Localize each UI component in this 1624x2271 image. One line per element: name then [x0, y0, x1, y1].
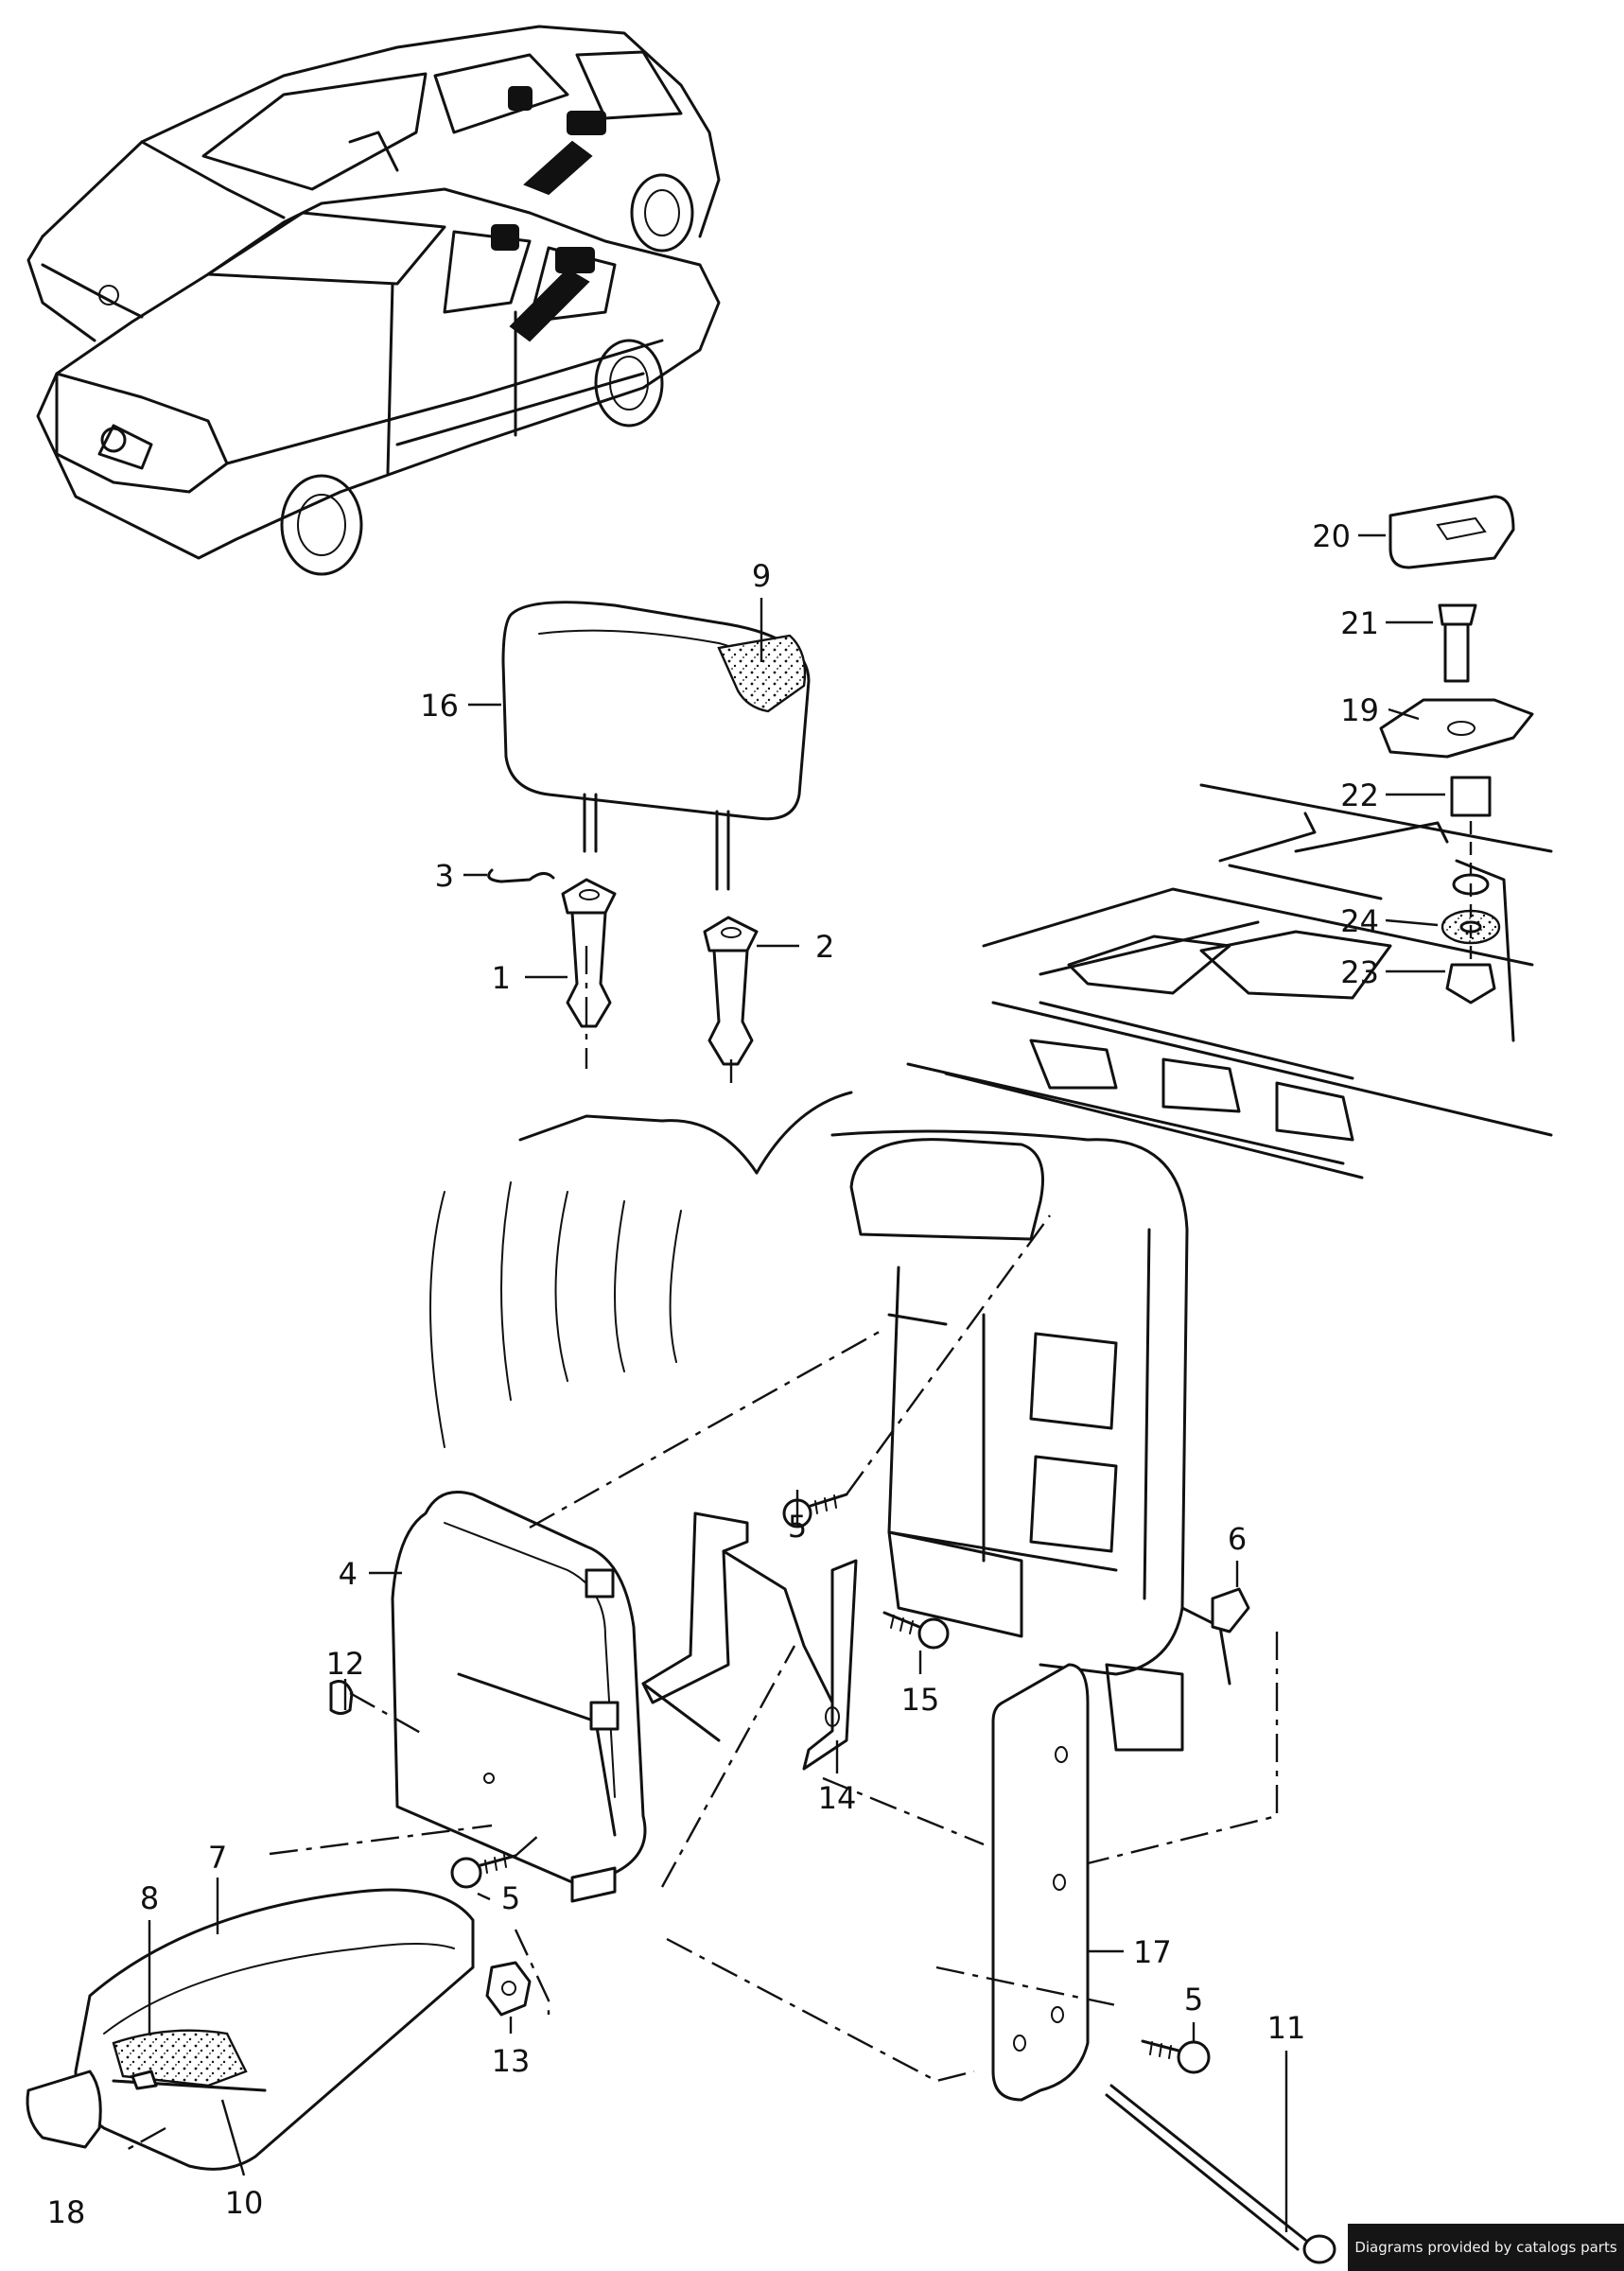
callout-11: 11: [1267, 2010, 1306, 2232]
callout-20: 20: [1312, 518, 1386, 554]
plug-illustration: [329, 1680, 354, 1715]
callout-label: 16: [420, 688, 459, 724]
callout-label: 21: [1340, 605, 1379, 641]
headrest-illustration: [501, 601, 811, 891]
callout-14: 14: [818, 1740, 857, 1816]
callout-19: 19: [1340, 692, 1420, 728]
floor-panel-illustration: [906, 783, 1553, 1179]
callout-label: 13: [492, 2043, 531, 2079]
callout-label: 5: [1184, 1982, 1203, 2018]
callout-6: 6: [1228, 1521, 1247, 1587]
headrest-guide-right: [703, 916, 759, 1066]
callout-label: 8: [140, 1880, 159, 1916]
callout-18: 18: [47, 2194, 86, 2230]
armrest-end-cap-illustration: [26, 2070, 102, 2149]
callout-label: 19: [1340, 692, 1379, 728]
armrest-bracket-illustration: [641, 1511, 858, 1771]
callout-24: 24: [1340, 903, 1439, 939]
side-panel-illustration: [991, 1663, 1090, 2102]
callout-2: 2: [757, 929, 834, 965]
callout-label: 23: [1340, 954, 1379, 990]
callout-5-side: 5: [1184, 1982, 1203, 2041]
callout-10: 10: [220, 2099, 264, 2221]
pin-illustration: [1105, 2084, 1336, 2264]
armrest-housing-illustration: [391, 1491, 647, 1903]
armrest-cushion-illustration: [74, 1888, 475, 2171]
bracket-screw-illustration: [882, 1611, 950, 1650]
callout-21: 21: [1340, 605, 1433, 641]
saloon-car-illustration: [36, 187, 721, 576]
callout-1: 1: [492, 960, 568, 996]
callout-label: 5: [501, 1880, 520, 1916]
callout-3: 3: [435, 858, 487, 894]
callout-label: 5: [788, 1509, 807, 1545]
callout-5-upper: 5: [788, 1490, 807, 1545]
hinge-plate-illustration: [485, 1961, 532, 2017]
callout-13: 13: [492, 2017, 531, 2079]
callout-12: 12: [326, 1646, 365, 1710]
fastener-stack-illustration: [1379, 495, 1534, 1004]
callout-label: 6: [1228, 1521, 1247, 1557]
callout-label: 11: [1267, 2010, 1306, 2046]
callout-label: 15: [901, 1682, 940, 1718]
callout-17: 17: [1088, 1934, 1172, 1970]
callout-16: 16: [420, 688, 501, 724]
callout-label: 14: [818, 1780, 857, 1816]
catch-illustration: [1211, 1587, 1250, 1633]
assembly-lines: [122, 946, 1279, 2154]
callout-23: 23: [1340, 954, 1445, 990]
callout-label: 7: [208, 1840, 227, 1876]
seat-backrest-illustration: [429, 1091, 1231, 1752]
callout-label: 2: [815, 929, 834, 965]
callout-label: 20: [1312, 518, 1351, 554]
screw-side-illustration: [1141, 2039, 1211, 2074]
callout-label: 17: [1133, 1934, 1172, 1970]
callout-8: 8: [140, 1880, 159, 2034]
callout-7: 7: [208, 1840, 227, 1934]
estate-car-illustration: [26, 25, 721, 342]
callout-15: 15: [901, 1651, 940, 1718]
callout-label: 18: [47, 2194, 86, 2230]
callout-label: 24: [1340, 903, 1379, 939]
callout-label: 10: [225, 2185, 264, 2221]
callout-22: 22: [1340, 777, 1445, 813]
headrest-guide-left: [561, 878, 617, 1028]
callout-label: 1: [492, 960, 511, 996]
callout-label: 22: [1340, 777, 1379, 813]
screw-lower-illustration: [450, 1854, 517, 1889]
callout-label: 9: [752, 558, 771, 594]
spring-clip-illustration: [487, 868, 555, 883]
callout-label: 3: [435, 858, 454, 894]
callout-4: 4: [339, 1556, 402, 1592]
diagram-credit-banner: Diagrams provided by catalogs parts: [1348, 2224, 1624, 2271]
callout-label: 4: [339, 1556, 358, 1592]
callout-9: 9: [752, 558, 771, 662]
callout-5-lower: 5: [477, 1880, 520, 1916]
diagram-credit-text: Diagrams provided by catalogs parts: [1354, 2239, 1617, 2256]
callout-label: 12: [326, 1646, 365, 1682]
